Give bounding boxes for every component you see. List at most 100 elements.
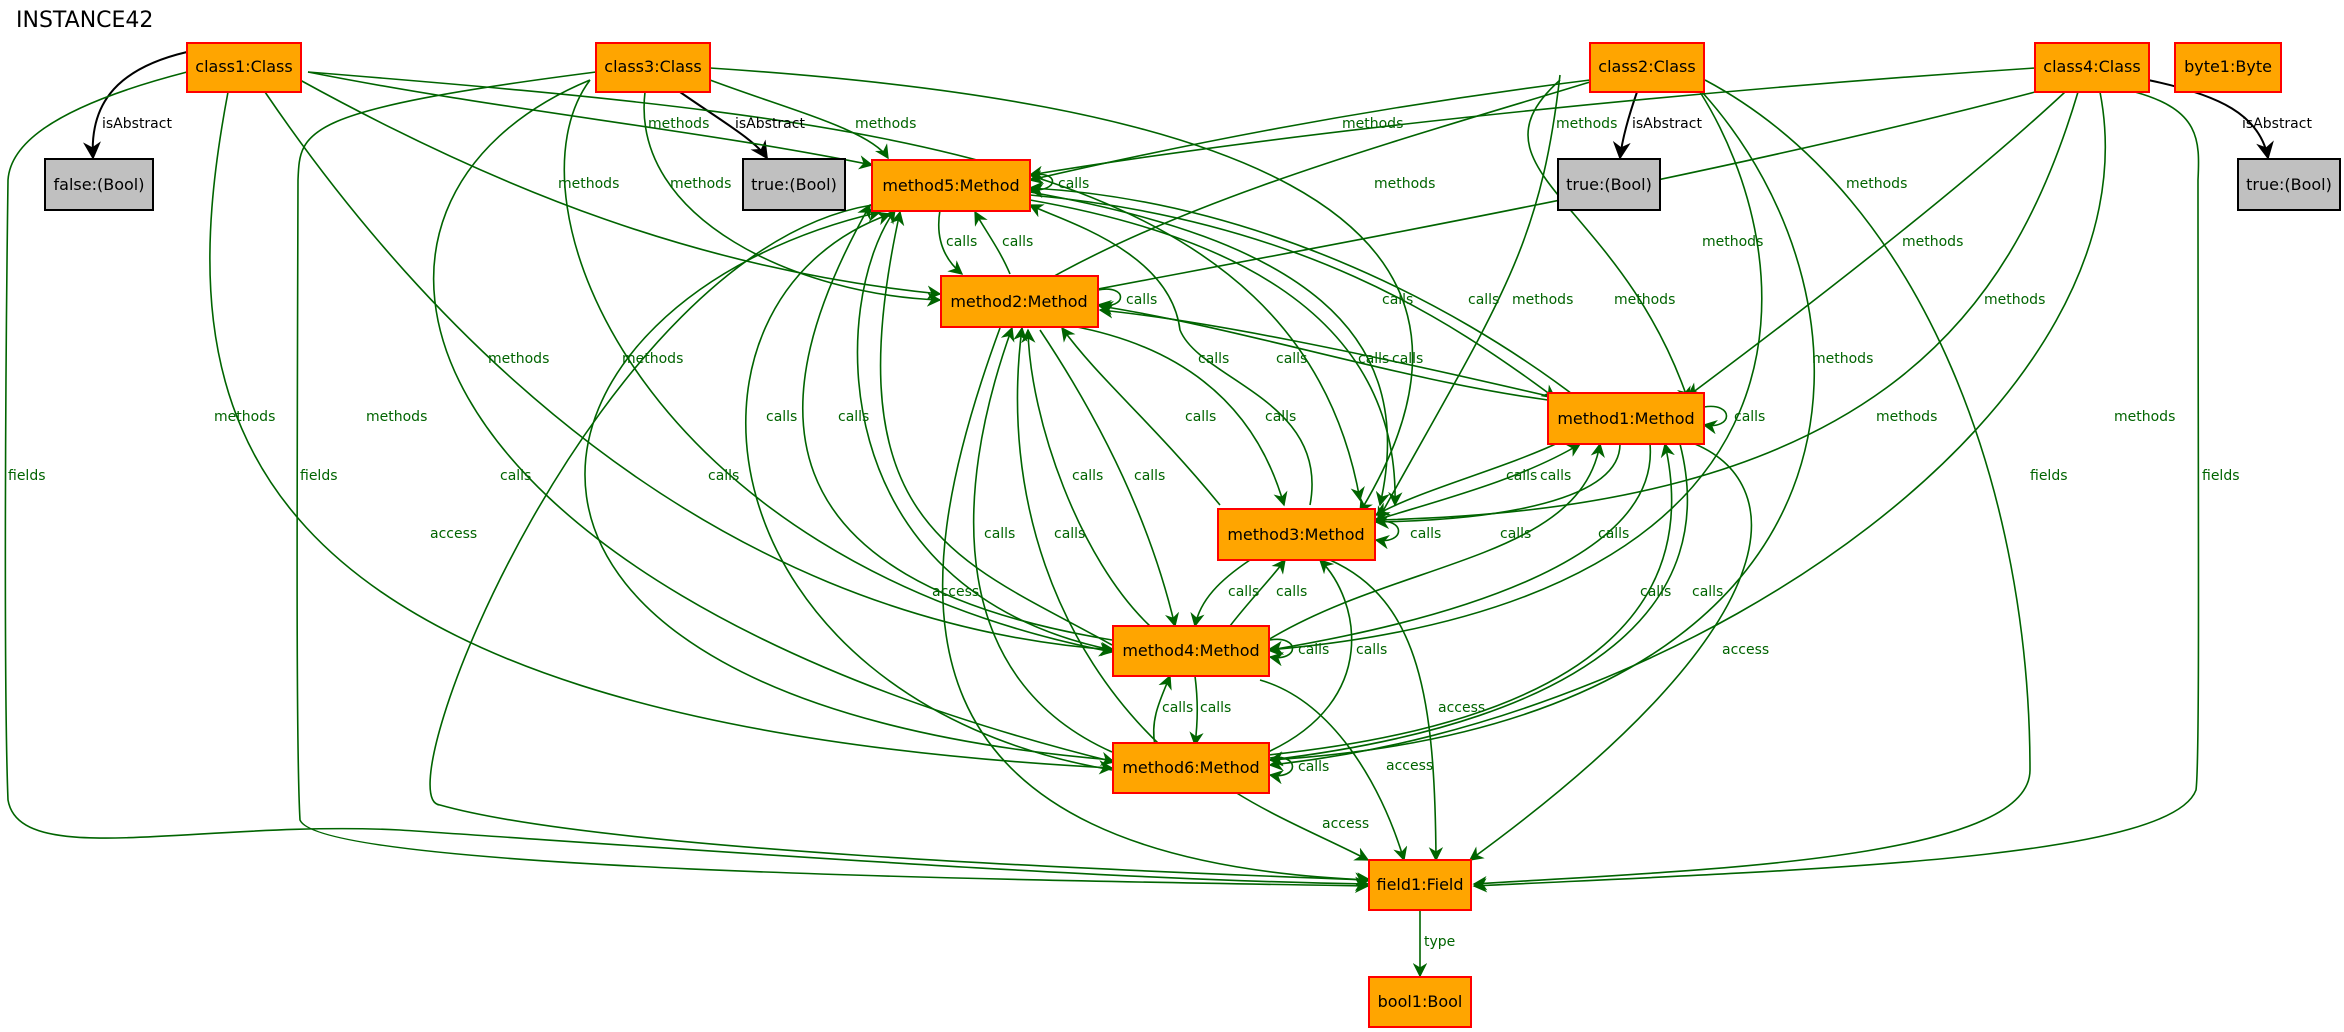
edge-label-methods: methods <box>1846 176 1907 192</box>
edge-label-methods: methods <box>366 409 427 425</box>
edge-label-fields: fields <box>8 468 46 484</box>
edge-calls <box>938 209 964 275</box>
edge-methods <box>209 91 1114 775</box>
edge-label-methods: methods <box>1556 116 1617 132</box>
edges <box>4 51 2274 978</box>
edge-class2-isabstract <box>1612 91 1638 160</box>
node-class3[interactable]: class3:Class <box>595 42 711 93</box>
node-method3[interactable]: method3:Method <box>1217 508 1376 561</box>
node-false-bool[interactable]: false:(Bool) <box>44 158 154 211</box>
edge-label-calls: calls <box>1506 468 1537 484</box>
edge-label-calls: calls <box>500 468 531 484</box>
edge-calls <box>584 207 1113 761</box>
edge-label-access: access <box>1722 642 1769 658</box>
edge-methods <box>299 79 942 300</box>
edge-label-access: access <box>1322 816 1369 832</box>
edge-calls <box>1267 442 1605 641</box>
node-label-false-bool: false:(Bool) <box>54 175 145 194</box>
node-method2[interactable]: method2:Method <box>940 275 1099 328</box>
node-label-class3: class3:Class <box>604 57 701 76</box>
node-class1[interactable]: class1:Class <box>186 42 302 93</box>
edge-label-type: type <box>1424 934 1455 950</box>
edge-calls <box>879 210 1113 646</box>
edge-label-methods: methods <box>214 409 275 425</box>
edge-calls <box>1039 329 1180 628</box>
edge-label-methods: methods <box>622 351 683 367</box>
node-label-method1: method1:Method <box>1557 409 1694 428</box>
edge-label-methods: methods <box>1876 409 1937 425</box>
edge-label-calls: calls <box>984 526 1015 542</box>
page-title: INSTANCE42 <box>16 8 154 33</box>
node-bool1[interactable]: bool1:Bool <box>1368 976 1472 1028</box>
node-method6[interactable]: method6:Method <box>1112 742 1270 794</box>
edge-fields <box>296 71 1370 893</box>
edge-label-calls: calls <box>1298 642 1329 658</box>
edge-label-calls: calls <box>1228 584 1259 600</box>
node-field1[interactable]: field1:Field <box>1368 859 1472 911</box>
node-label-class2: class2:Class <box>1598 57 1695 76</box>
edge-label-calls: calls <box>1298 759 1329 775</box>
nodes: class1:Class class3:Class class2:Class c… <box>44 42 2341 1028</box>
edge-calls <box>1374 441 1561 516</box>
edge-label-calls: calls <box>1382 292 1413 308</box>
edge-label-isabstract: isAbstract <box>735 116 805 132</box>
edge-label-calls: calls <box>1265 409 1296 425</box>
node-class4[interactable]: class4:Class <box>2034 42 2150 93</box>
node-method4[interactable]: method4:Method <box>1112 625 1270 677</box>
edge-methods <box>307 71 1365 502</box>
node-label-field1: field1:Field <box>1376 875 1463 894</box>
edge-methods <box>1028 91 2036 307</box>
node-label-class4: class4:Class <box>2043 57 2140 76</box>
edge-fields <box>1472 79 2031 891</box>
edge-calls <box>1190 559 1251 628</box>
edge-label-calls: calls <box>1392 351 1423 367</box>
edge-label-calls: calls <box>1358 351 1389 367</box>
edge-label-methods: methods <box>855 116 916 132</box>
edge-label-isabstract: isAbstract <box>102 116 172 132</box>
edge-label-calls: calls <box>1276 584 1307 600</box>
edge-calls <box>1229 558 1286 627</box>
edge-label-calls: calls <box>1162 700 1193 716</box>
node-method5[interactable]: method5:Method <box>871 159 1031 212</box>
edge-label-fields: fields <box>2030 468 2068 484</box>
edge-methods <box>709 67 1414 514</box>
node-label-true-bool: true:(Bool) <box>2246 175 2332 194</box>
node-byte1[interactable]: byte1:Byte <box>2174 42 2282 93</box>
edge-access <box>1259 679 1408 862</box>
edge-label-calls: calls <box>1500 526 1531 542</box>
node-true-bool-1[interactable]: true:(Bool) <box>742 158 846 211</box>
edge-label-methods: methods <box>488 351 549 367</box>
edge-label-methods: methods <box>1374 176 1435 192</box>
edge-label-methods: methods <box>670 176 731 192</box>
edge-calls <box>972 326 1113 753</box>
edge-label-calls: calls <box>1640 584 1671 600</box>
edge-calls <box>1028 204 1313 506</box>
edge-label-methods: methods <box>558 176 619 192</box>
edge-access <box>429 204 1370 887</box>
edge-label-calls: calls <box>1134 468 1165 484</box>
edge-methods <box>563 79 1114 657</box>
edge-label-calls: calls <box>1198 351 1229 367</box>
edge-calls <box>974 210 1011 275</box>
edge-access <box>1234 791 1370 861</box>
edge-label-methods: methods <box>1812 351 1873 367</box>
edge-fields <box>4 71 1370 892</box>
edge-calls <box>1021 328 1151 627</box>
edge-class3-isabstract <box>679 91 768 160</box>
edge-calls <box>1029 191 1390 507</box>
edge-label-calls: calls <box>1356 642 1387 658</box>
edge-methods <box>1028 79 1591 185</box>
edge-label-methods: methods <box>1342 116 1403 132</box>
node-true-bool-3[interactable]: true:(Bool) <box>2237 158 2341 211</box>
node-true-bool-2[interactable]: true:(Bool) <box>1557 158 1661 211</box>
edge-calls <box>1267 442 1675 756</box>
node-class2[interactable]: class2:Class <box>1589 42 1705 93</box>
node-method1[interactable]: method1:Method <box>1547 392 1705 445</box>
edge-label-calls: calls <box>1126 292 1157 308</box>
edge-label-access: access <box>932 584 979 600</box>
edge-methods <box>1686 91 2066 397</box>
node-label-method3: method3:Method <box>1227 525 1364 544</box>
node-label-byte1: byte1:Byte <box>2184 57 2272 76</box>
edge-labels: isAbstract isAbstract isAbstract isAbstr… <box>8 116 2312 950</box>
